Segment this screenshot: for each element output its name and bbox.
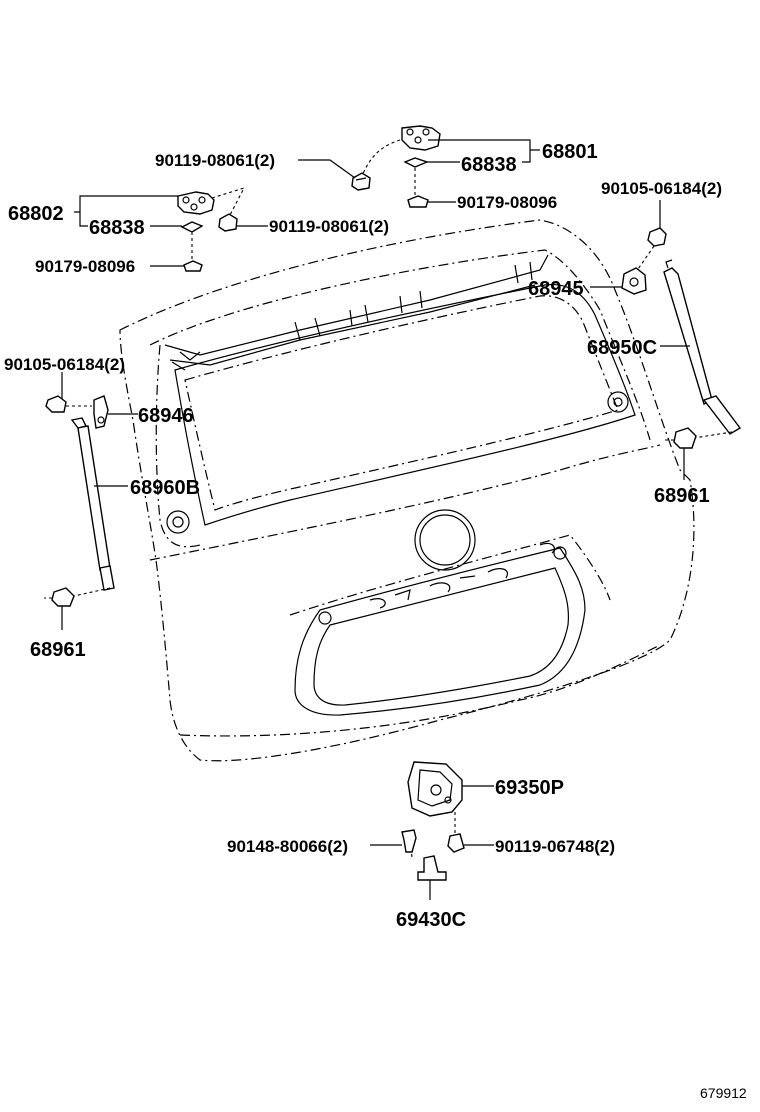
emblem-circle: [414, 509, 476, 571]
figure-reference: 679912: [700, 1085, 747, 1101]
stay-left-part: [70, 417, 128, 597]
label-hinge-upper-bolt: 90119-08061(2): [155, 151, 275, 170]
hinge-upper-part: [351, 125, 441, 208]
bracket-right-part: [590, 200, 667, 295]
lock-assy-part: [370, 761, 494, 859]
label-bolt-left: 90105-06184(2): [4, 355, 125, 374]
label-hinge-upper-assy: 68801: [542, 141, 598, 163]
label-lock-screw: 90148-80066(2): [227, 837, 348, 856]
label-hinge-left-nut: 90179-08096: [35, 257, 135, 276]
hinge-upper-leaders: [298, 139, 540, 203]
label-bracket-right: 68945: [528, 278, 584, 300]
rear-window: [174, 283, 636, 526]
bracket-left-part: [45, 372, 138, 429]
stay-right-part: [660, 259, 742, 439]
label-lock-assy: 69350P: [495, 777, 564, 799]
ball-stud-right-part: [664, 427, 697, 480]
label-hinge-upper-shim: 68838: [461, 154, 517, 176]
label-ball-stud-left: 68961: [30, 639, 86, 661]
hinge-left-leaders: [74, 195, 268, 267]
hinge-left-part: [177, 187, 246, 272]
label-bracket-left: 68946: [138, 405, 194, 427]
top-spoiler: [164, 254, 549, 371]
label-ball-stud-right: 68961: [654, 485, 710, 507]
striker-part: [417, 855, 447, 900]
license-plate-recess: [289, 534, 611, 716]
window-holes: [166, 391, 629, 534]
label-hinge-left-bolt: 90119-08061(2): [269, 217, 389, 236]
label-bolt-right-top: 90105-06184(2): [601, 179, 722, 198]
label-striker: 69430C: [396, 909, 466, 931]
ball-stud-left-part: [44, 587, 75, 630]
label-hinge-upper-nut: 90179-08096: [457, 193, 557, 212]
label-lock-bolt: 90119-06748(2): [495, 837, 615, 856]
label-stay-right: 68950C: [587, 337, 657, 359]
label-hinge-left-assy: 68802: [8, 203, 64, 225]
label-stay-left: 68960B: [130, 477, 200, 499]
label-hinge-left-shim: 68838: [89, 217, 145, 239]
back-door-panel: [119, 219, 695, 762]
